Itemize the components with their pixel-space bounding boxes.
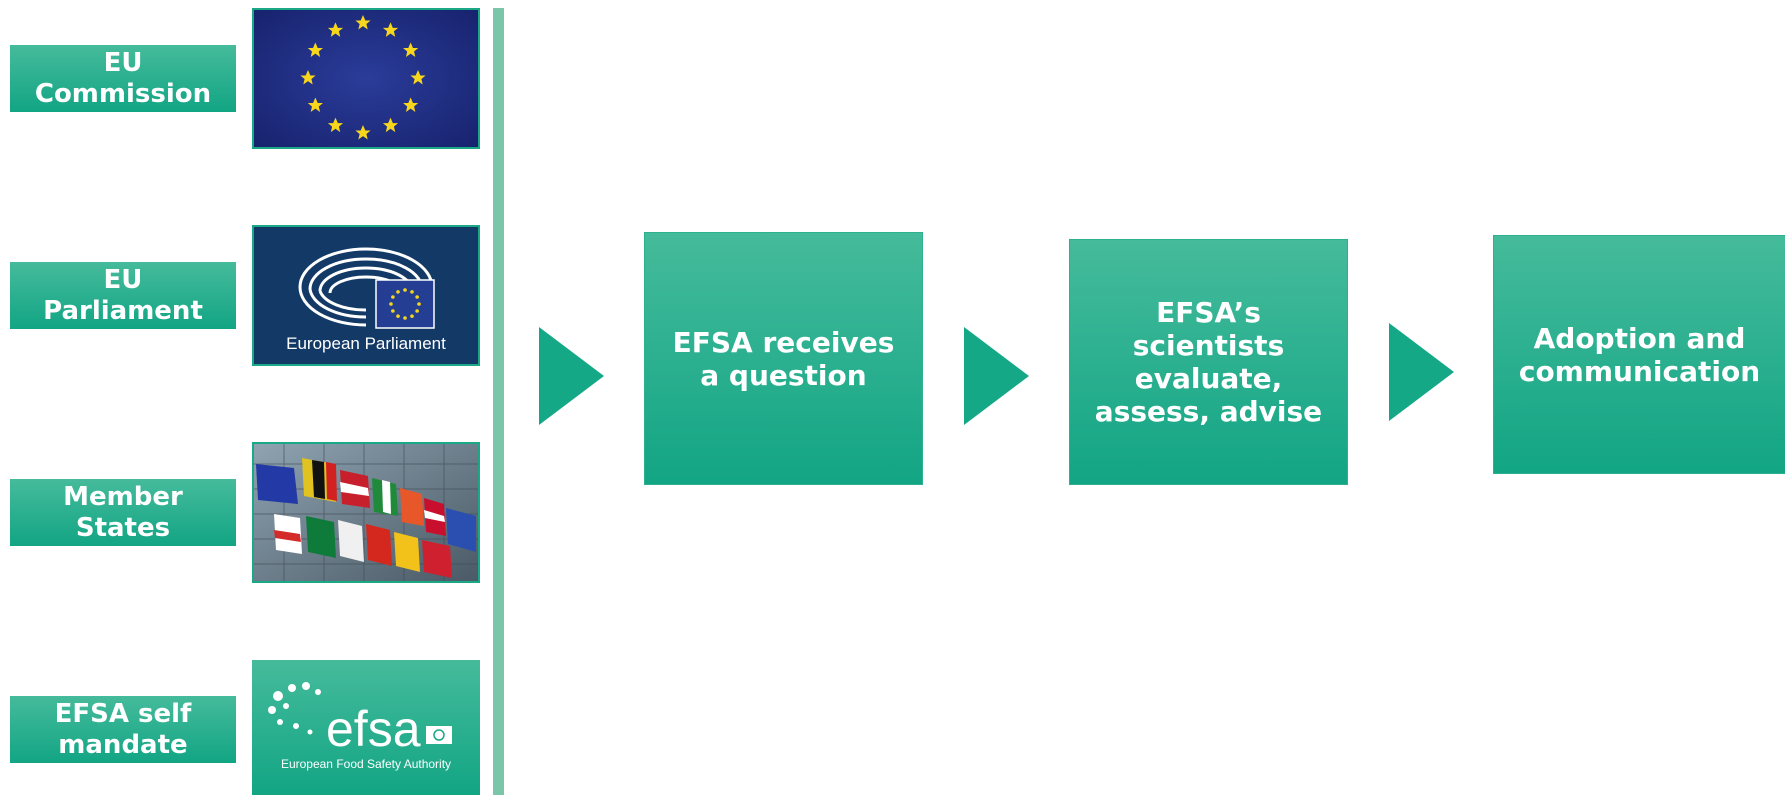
source-label-efsa-self-mandate: EFSA self mandate <box>10 696 236 763</box>
eu-flag-image <box>252 8 480 149</box>
step-scientists-evaluate: EFSA’s scientists evaluate, assess, advi… <box>1069 239 1348 485</box>
efsa-logo-text: efsa <box>326 701 421 757</box>
efsa-star-icon <box>293 723 299 729</box>
parliament-star-icon <box>396 290 400 294</box>
parliament-star-icon <box>410 290 414 294</box>
efsa-star-icon <box>288 684 296 692</box>
efsa-star-icon <box>268 706 276 714</box>
step-efsa-receives-question: EFSA receives a question <box>644 232 923 485</box>
parliament-star-icon <box>415 309 419 313</box>
source-label-eu-parliament: EU Parliament <box>10 262 236 329</box>
efsa-star-icon <box>315 689 321 695</box>
eu-flag-stars <box>254 10 478 147</box>
parliament-star-icon <box>410 314 414 318</box>
parliament-star-icon <box>391 309 395 313</box>
vertical-divider <box>493 8 504 795</box>
efsa-star-icon <box>307 729 313 735</box>
efsa-logo: efsa European Food Safety Authority <box>252 660 480 795</box>
arrow-right-icon <box>964 327 1029 425</box>
parliament-star-icon <box>391 295 395 299</box>
parliament-star-icon <box>403 288 407 292</box>
efsa-star-icon <box>283 703 289 709</box>
parliament-logo-text: European Parliament <box>286 334 446 353</box>
source-label-eu-commission: EU Commission <box>10 45 236 112</box>
parliament-star-icon <box>396 314 400 318</box>
efsa-logo-subtext: European Food Safety Authority <box>281 757 451 771</box>
step-adoption-communication: Adoption and communication <box>1493 235 1785 474</box>
arrow-right-icon <box>539 327 604 425</box>
member-states-flags-photo <box>252 442 480 583</box>
efsa-star-icon <box>302 682 310 690</box>
efsa-star-icon <box>277 719 283 725</box>
arrow-right-icon <box>1389 323 1454 421</box>
efsa-star-icon <box>273 691 283 701</box>
source-label-member-states: Member States <box>10 479 236 546</box>
parliament-star-icon <box>417 302 421 306</box>
european-parliament-logo: European Parliament <box>252 225 480 366</box>
parliament-star-icon <box>403 316 407 320</box>
parliament-star-icon <box>415 295 419 299</box>
parliament-star-icon <box>389 302 393 306</box>
